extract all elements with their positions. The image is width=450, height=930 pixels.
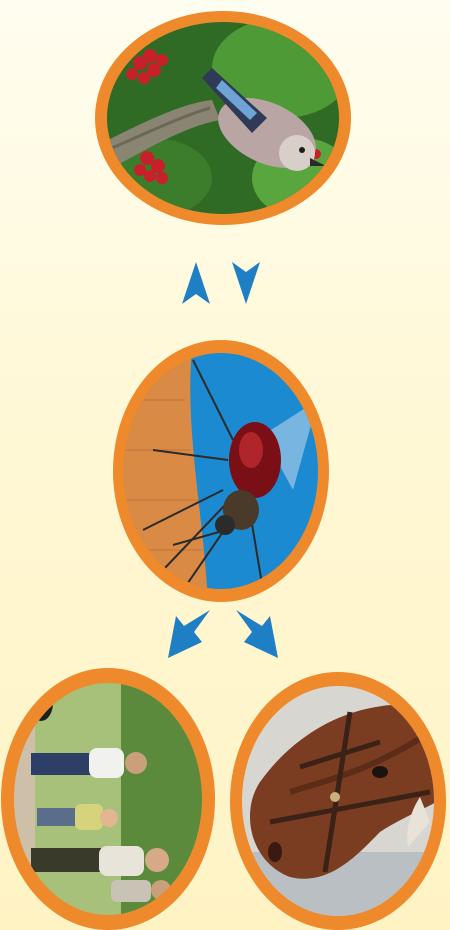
humans-photo	[1, 668, 215, 930]
mosquito-photo	[113, 340, 329, 602]
arrow-down-left-icon	[168, 610, 210, 658]
node-bird	[92, 8, 354, 228]
bird-photo	[92, 8, 354, 228]
node-horse	[230, 672, 446, 930]
arrow-down-icon	[232, 262, 260, 304]
node-mosquito	[113, 340, 329, 602]
arrow-down-right-icon	[236, 610, 278, 658]
arrow-up-icon	[182, 262, 210, 304]
node-humans	[1, 668, 215, 930]
horse-photo	[230, 672, 446, 930]
